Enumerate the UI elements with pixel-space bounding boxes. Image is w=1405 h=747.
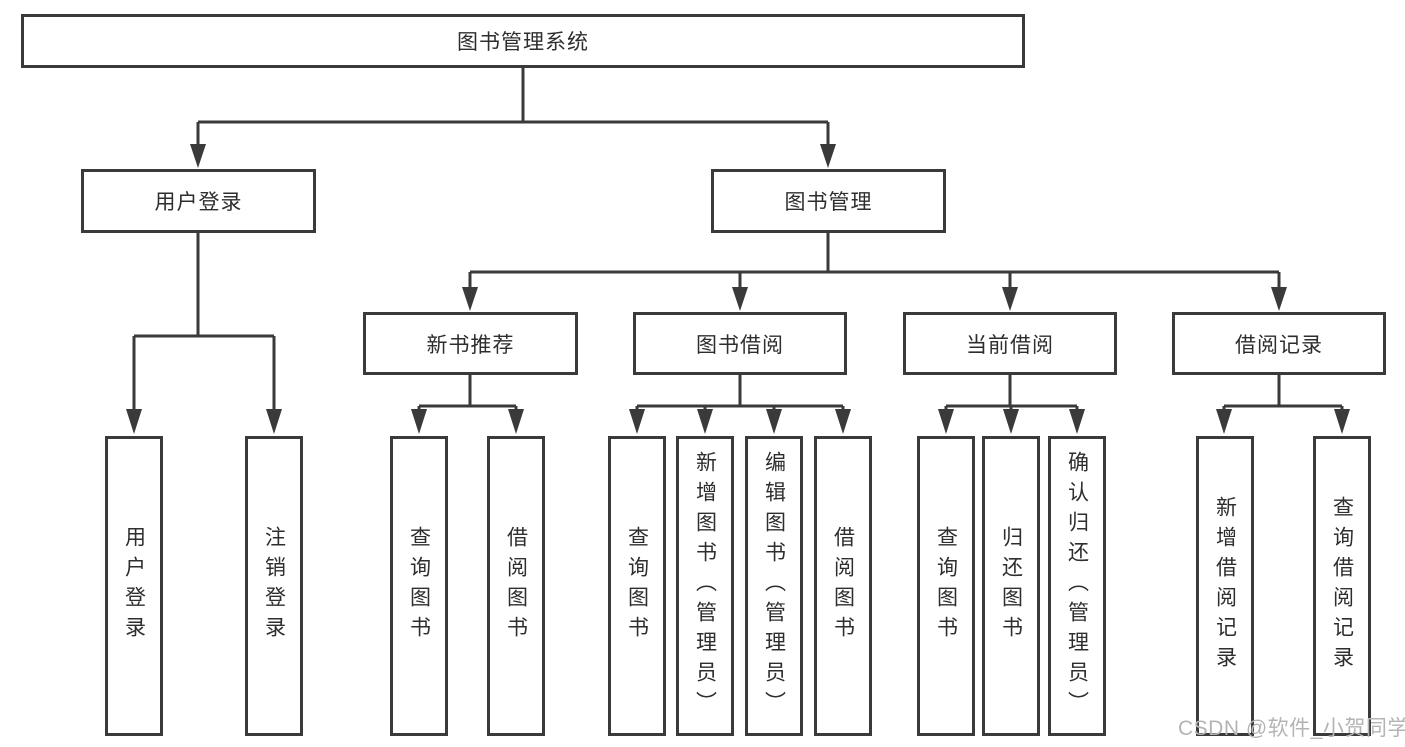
- node-current-borrowing: 当前借阅: [903, 312, 1117, 375]
- leaf-add-borrow-record-label: 新增借阅记录: [1213, 496, 1237, 676]
- node-user-login: 用户登录: [81, 169, 316, 233]
- leaf-user-login-label: 用户登录: [122, 526, 146, 646]
- node-user-login-label: 用户登录: [154, 191, 243, 214]
- watermark: CSDN @软件_小贺同学: [1178, 717, 1405, 740]
- node-root: 图书管理系统: [21, 14, 1025, 68]
- leaf-edit-books-admin-label: 编辑图书（管理员）: [762, 451, 786, 721]
- leaf-query-books-recommend-label: 查询图书: [407, 526, 431, 646]
- node-book-borrowing-label: 图书借阅: [696, 333, 784, 357]
- leaf-borrow-books-borrowing-label: 借阅图书: [831, 526, 855, 646]
- connector-book-management-children: [462, 233, 1287, 311]
- node-new-book-recommend-label: 新书推荐: [426, 333, 515, 357]
- connector-user-login-children: [126, 233, 282, 434]
- leaf-user-login: 用户登录: [105, 436, 163, 736]
- leaf-query-books-borrowing: 查询图书: [608, 436, 666, 736]
- leaf-confirm-return-admin-label: 确认归还（管理员）: [1065, 451, 1089, 721]
- connector-new-book-recommend-children: [411, 375, 524, 434]
- node-book-borrowing: 图书借阅: [633, 312, 847, 375]
- leaf-query-books-recommend: 查询图书: [390, 436, 448, 736]
- leaf-query-books-current-label: 查询图书: [934, 526, 958, 646]
- leaf-return-books-label: 归还图书: [999, 526, 1023, 646]
- node-book-management-label: 图书管理: [784, 191, 873, 214]
- leaf-add-books-admin-label: 新增图书（管理员）: [693, 451, 717, 721]
- connector-root-to-level2: [190, 68, 836, 168]
- connector-current-borrowing-children: [938, 375, 1085, 434]
- node-current-borrowing-label: 当前借阅: [966, 333, 1054, 357]
- leaf-query-books-current: 查询图书: [917, 436, 975, 736]
- node-root-label: 图书管理系统: [457, 31, 589, 54]
- leaf-add-books-admin: 新增图书（管理员）: [676, 436, 734, 736]
- leaf-borrow-books-recommend: 借阅图书: [487, 436, 545, 736]
- node-new-book-recommend: 新书推荐: [363, 312, 578, 375]
- leaf-query-books-borrowing-label: 查询图书: [625, 526, 649, 646]
- leaf-query-borrow-record: 查询借阅记录: [1313, 436, 1371, 736]
- node-borrowing-records: 借阅记录: [1172, 312, 1386, 375]
- connector-book-borrowing-children: [629, 375, 851, 434]
- leaf-add-borrow-record: 新增借阅记录: [1196, 436, 1254, 736]
- leaf-borrow-books-recommend-label: 借阅图书: [504, 526, 528, 646]
- node-book-management: 图书管理: [711, 169, 946, 233]
- leaf-logout: 注销登录: [245, 436, 303, 736]
- leaf-query-borrow-record-label: 查询借阅记录: [1330, 496, 1354, 676]
- connector-borrowing-records-children: [1216, 375, 1350, 434]
- node-borrowing-records-label: 借阅记录: [1235, 333, 1323, 357]
- leaf-confirm-return-admin: 确认归还（管理员）: [1048, 436, 1106, 736]
- leaf-borrow-books-borrowing: 借阅图书: [814, 436, 872, 736]
- leaf-logout-label: 注销登录: [262, 526, 286, 646]
- leaf-edit-books-admin: 编辑图书（管理员）: [745, 436, 803, 736]
- leaf-return-books: 归还图书: [982, 436, 1040, 736]
